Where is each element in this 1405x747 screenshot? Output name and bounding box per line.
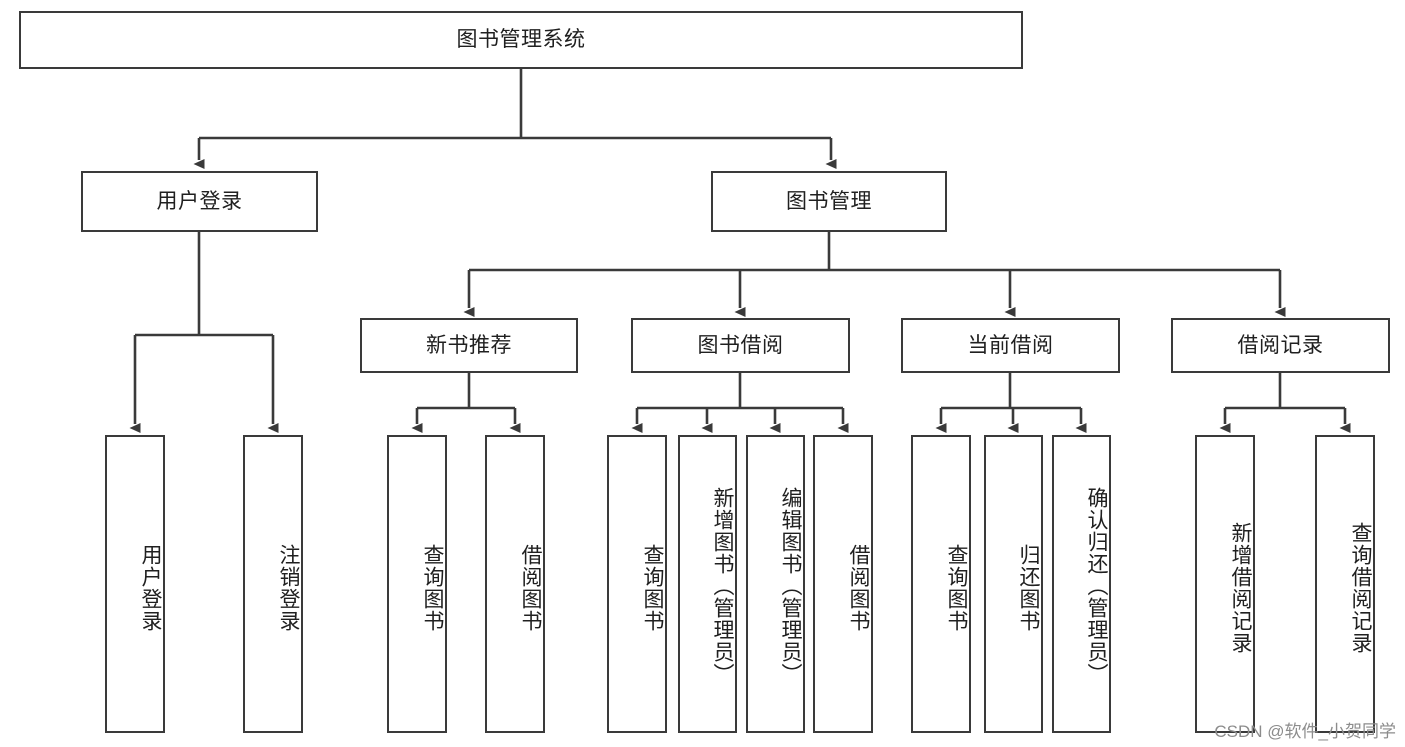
- node-label: 查询图书: [641, 544, 664, 632]
- node-leaf-query-borrow-record[interactable]: 查询借阅记录: [1315, 435, 1375, 733]
- node-leaf-query-book-current[interactable]: 查询图书: [911, 435, 971, 733]
- node-label: 新增借阅记录: [1229, 522, 1252, 654]
- node-label: 确认归还（管理员）: [1085, 487, 1108, 685]
- node-leaf-add-borrow-record[interactable]: 新增借阅记录: [1195, 435, 1255, 733]
- node-label: 注销登录: [277, 544, 300, 632]
- node-leaf-confirm-return-admin[interactable]: 确认归还（管理员）: [1052, 435, 1111, 733]
- node-label: 图书管理系统: [456, 28, 586, 52]
- node-label: 用户登录: [156, 189, 243, 213]
- node-book-borrow[interactable]: 图书借阅: [631, 318, 850, 373]
- node-book-management[interactable]: 图书管理: [711, 171, 947, 232]
- node-label: 新增图书（管理员）: [711, 487, 734, 685]
- node-borrow-records[interactable]: 借阅记录: [1171, 318, 1390, 373]
- node-leaf-query-book-recommend[interactable]: 查询图书: [387, 435, 447, 733]
- node-label: 查询借阅记录: [1349, 522, 1372, 654]
- node-leaf-borrow-book[interactable]: 借阅图书: [813, 435, 873, 733]
- node-leaf-add-book-admin[interactable]: 新增图书（管理员）: [678, 435, 737, 733]
- node-label: 查询图书: [945, 544, 968, 632]
- node-leaf-return-book[interactable]: 归还图书: [984, 435, 1043, 733]
- node-leaf-edit-book-admin[interactable]: 编辑图书（管理员）: [746, 435, 805, 733]
- node-label: 借阅图书: [847, 544, 870, 632]
- node-book-management-system[interactable]: 图书管理系统: [19, 11, 1023, 69]
- node-label: 用户登录: [139, 544, 162, 632]
- node-label: 归还图书: [1017, 544, 1040, 632]
- node-new-book-recommend[interactable]: 新书推荐: [360, 318, 578, 373]
- node-label: 图书管理: [786, 189, 872, 213]
- node-label: 借阅图书: [519, 544, 542, 632]
- node-label: 新书推荐: [426, 333, 512, 357]
- node-label: 查询图书: [421, 544, 444, 632]
- node-current-borrow[interactable]: 当前借阅: [901, 318, 1120, 373]
- node-label: 图书借阅: [697, 333, 784, 357]
- node-label: 编辑图书（管理员）: [779, 487, 802, 685]
- node-leaf-borrow-book-recommend[interactable]: 借阅图书: [485, 435, 545, 733]
- node-leaf-query-book-borrow[interactable]: 查询图书: [607, 435, 667, 733]
- node-label: 借阅记录: [1237, 333, 1324, 357]
- node-leaf-user-login[interactable]: 用户登录: [105, 435, 165, 733]
- node-user-login[interactable]: 用户登录: [81, 171, 318, 232]
- csdn-watermark: CSDN @软件_小贺同学: [1214, 722, 1396, 741]
- node-leaf-logout[interactable]: 注销登录: [243, 435, 303, 733]
- node-label: 当前借阅: [967, 333, 1054, 357]
